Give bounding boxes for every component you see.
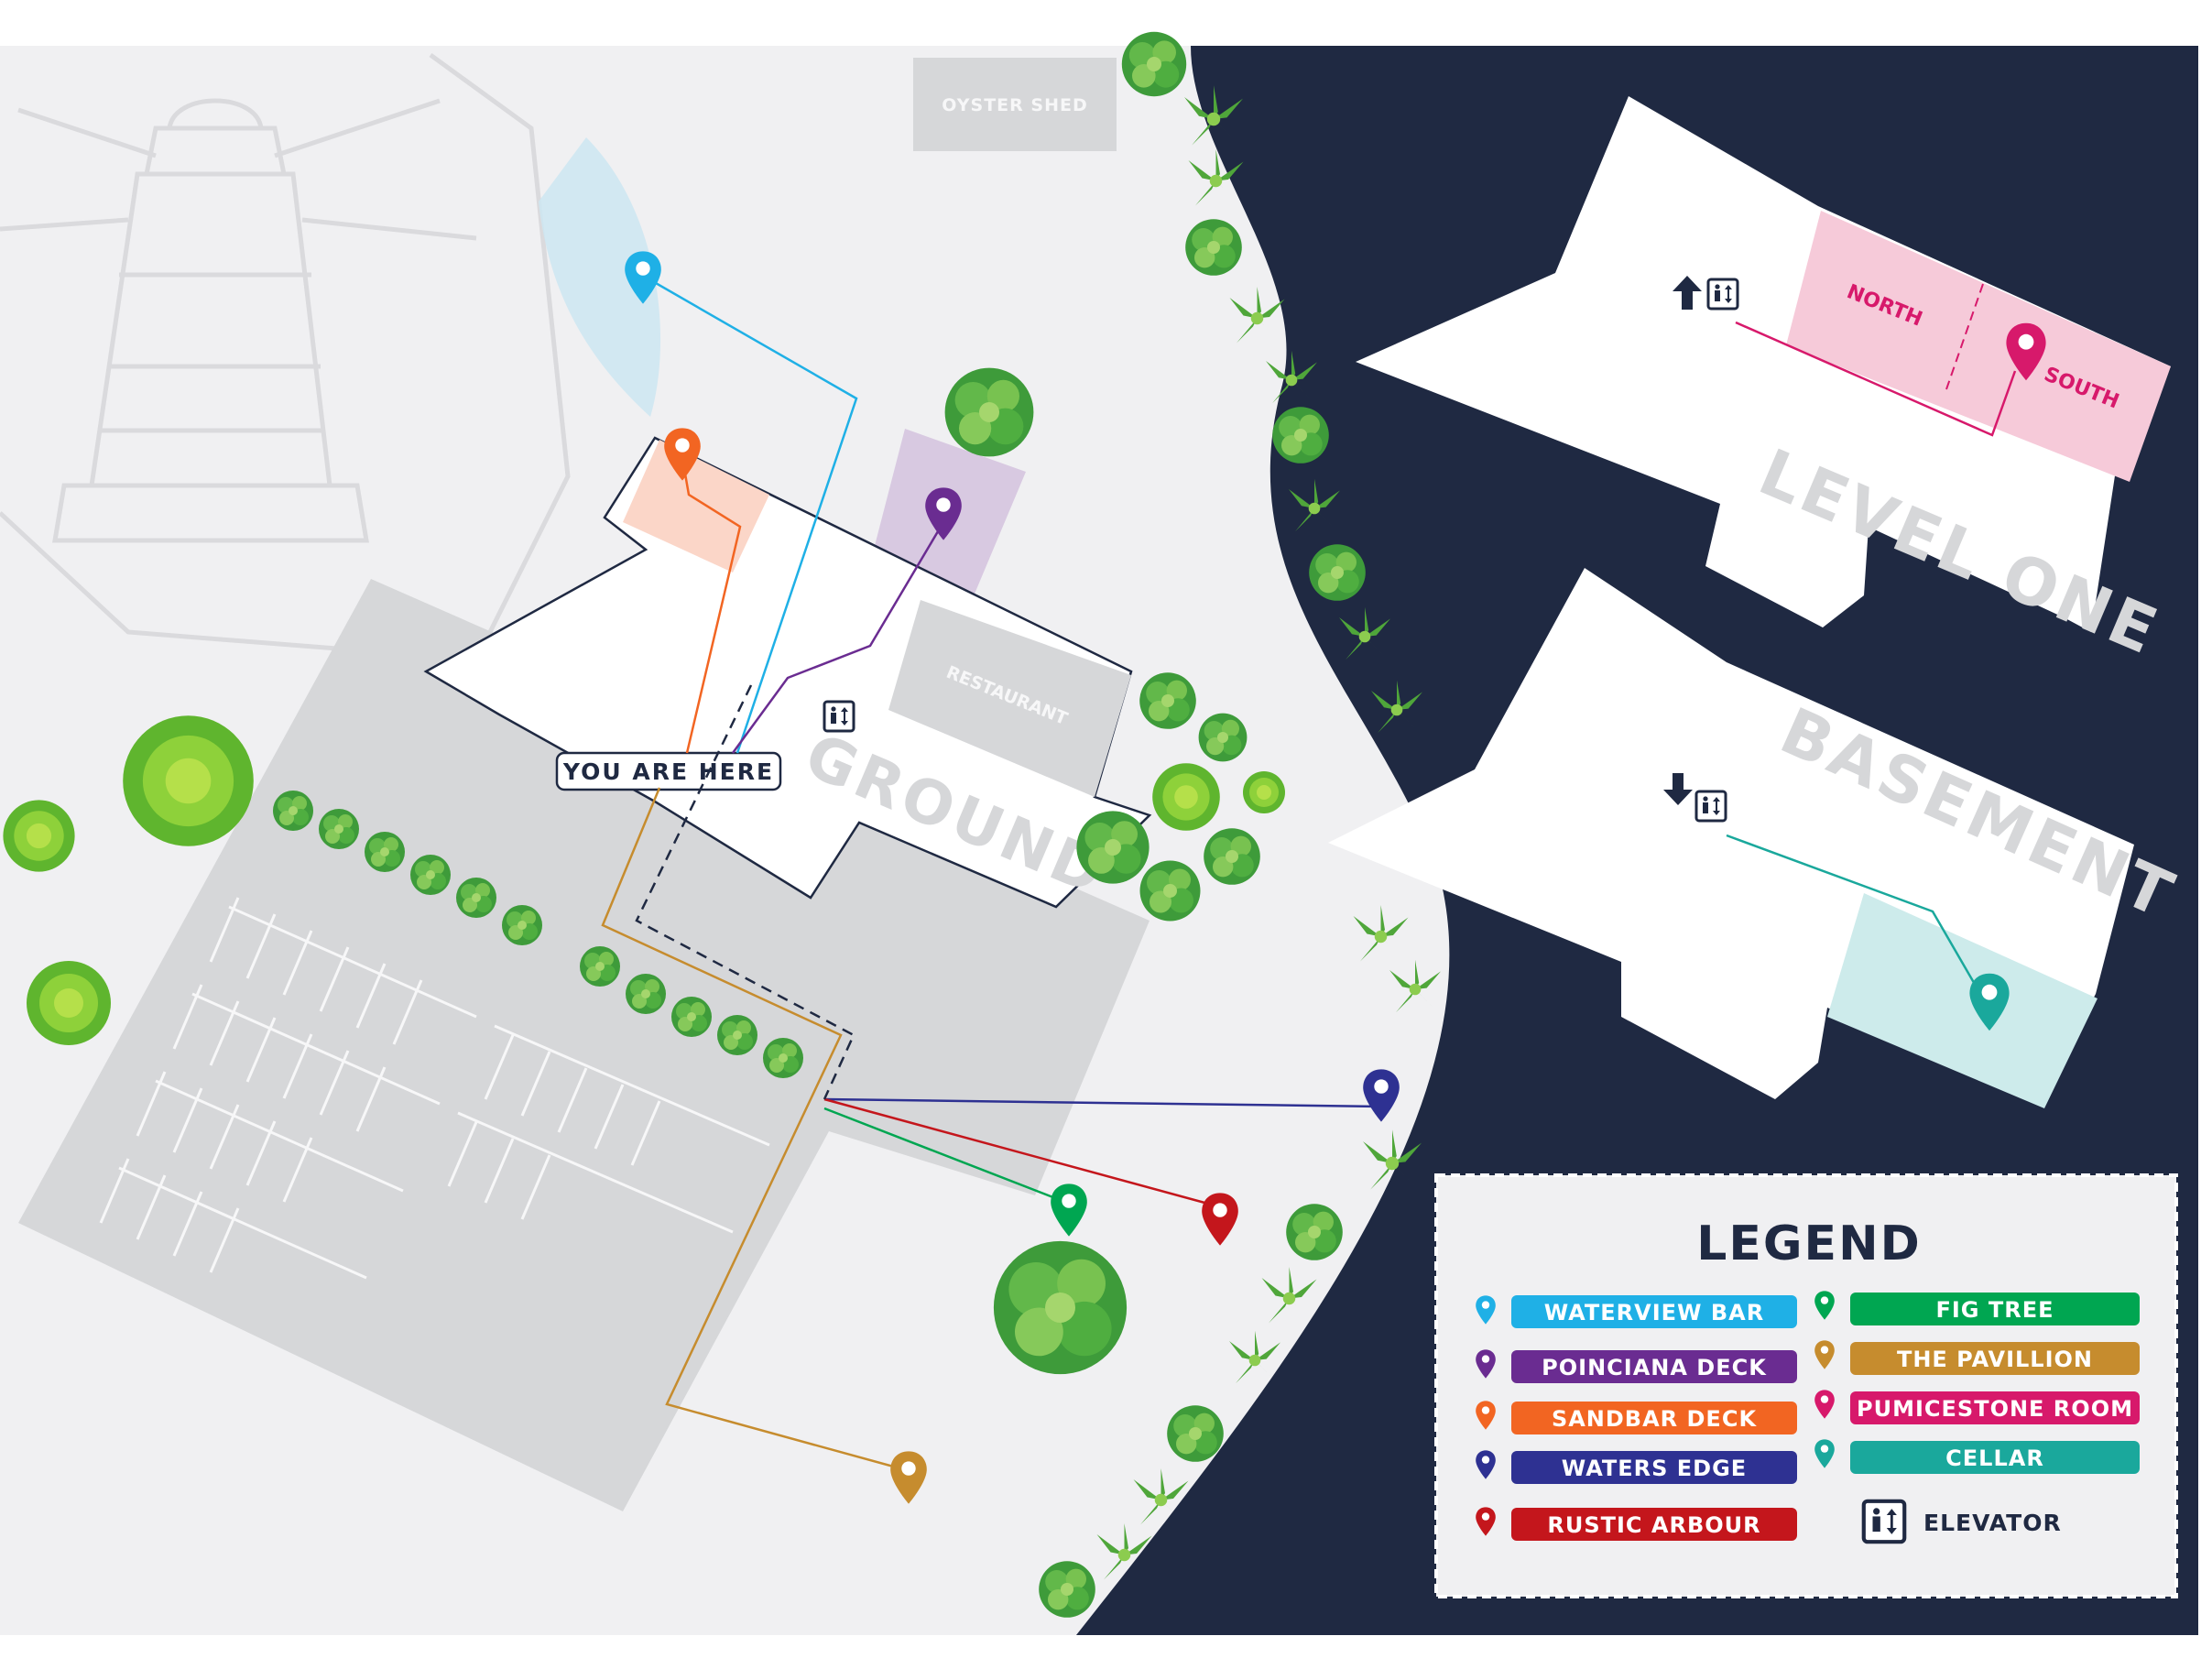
route-fig-tree [823,1107,1068,1205]
svg-text:CELLAR: CELLAR [1945,1445,2044,1471]
svg-text:FIG TREE: FIG TREE [1935,1297,2054,1323]
lighthouse-watermark [0,52,571,662]
route-waters-edge [823,1097,1382,1108]
route-pumicestone-room [1735,321,2017,437]
sandbar-deck-zone [623,440,769,573]
restaurant-block [888,600,1131,797]
level-one-building [1356,96,2171,632]
legend-item-fig-tree: FIG TREE [1814,1291,2140,1325]
legend-item-pumicestone-room: PUMICESTONE ROOM [1814,1390,2140,1424]
level-one-divider [1945,283,1984,390]
svg-text:WATERS EDGE: WATERS EDGE [1562,1456,1747,1481]
legend-item-poinciana-deck: POINCIANA DECK [1476,1349,1797,1383]
you-are-here-marker[interactable]: YOU ARE HERE [555,751,782,791]
arrow-up-icon [1673,276,1702,310]
route-waterview-bar [642,274,858,754]
ground-elevator-icon[interactable] [823,700,855,733]
legend-panel: LEGEND WATERVIEW BAR POINCIANA DECK SAND… [1434,1173,2178,1598]
legend-item-sandbar-deck: SANDBAR DECK [1476,1401,1797,1434]
route-poinciana-deck [731,521,945,754]
legend-elevator-label: ELEVATOR [1923,1510,2062,1536]
route-lines [601,274,1382,1472]
route-rustic-arbour [823,1097,1219,1208]
route-elevator-dashed [635,684,855,1100]
legend-item-cellar: CELLAR [1814,1439,2140,1474]
svg-text:RUSTIC ARBOUR: RUSTIC ARBOUR [1547,1512,1760,1538]
route-pavillion [601,787,908,1472]
route-cellar [1726,834,1985,999]
you-are-here-label: YOU ARE HERE [562,758,774,785]
arrow-down-icon [1663,773,1693,805]
basement-elevator-icon[interactable] [1694,790,1727,823]
legend-item-elevator: ELEVATOR [1864,1501,2062,1542]
svg-text:WATERVIEW BAR: WATERVIEW BAR [1544,1300,1764,1325]
svg-text:SANDBAR DECK: SANDBAR DECK [1552,1406,1758,1432]
svg-text:PUMICESTONE ROOM: PUMICESTONE ROOM [1857,1396,2133,1422]
waterview-bar-zone [539,137,661,417]
oyster-shed [913,58,1117,151]
legend-title: LEGEND [1696,1216,1922,1271]
legend-elevator-icon [1864,1501,1904,1542]
svg-text:THE PAVILLION: THE PAVILLION [1897,1347,2093,1372]
parking-bays [99,897,770,1280]
level-one-elevator-icon[interactable] [1706,278,1739,311]
legend-item-waterview-bar: WATERVIEW BAR [1476,1295,1797,1328]
legend-item-waters-edge: WATERS EDGE [1476,1450,1797,1484]
oyster-shed-label: OYSTER SHED [942,95,1087,115]
pumicestone-room-zone [1786,211,2171,482]
legend-item-rustic-arbour: RUSTIC ARBOUR [1476,1507,1797,1541]
legend-item-pavillion: THE PAVILLION [1814,1340,2140,1375]
cellar-zone [1827,893,2098,1108]
svg-text:POINCIANA DECK: POINCIANA DECK [1542,1355,1767,1380]
